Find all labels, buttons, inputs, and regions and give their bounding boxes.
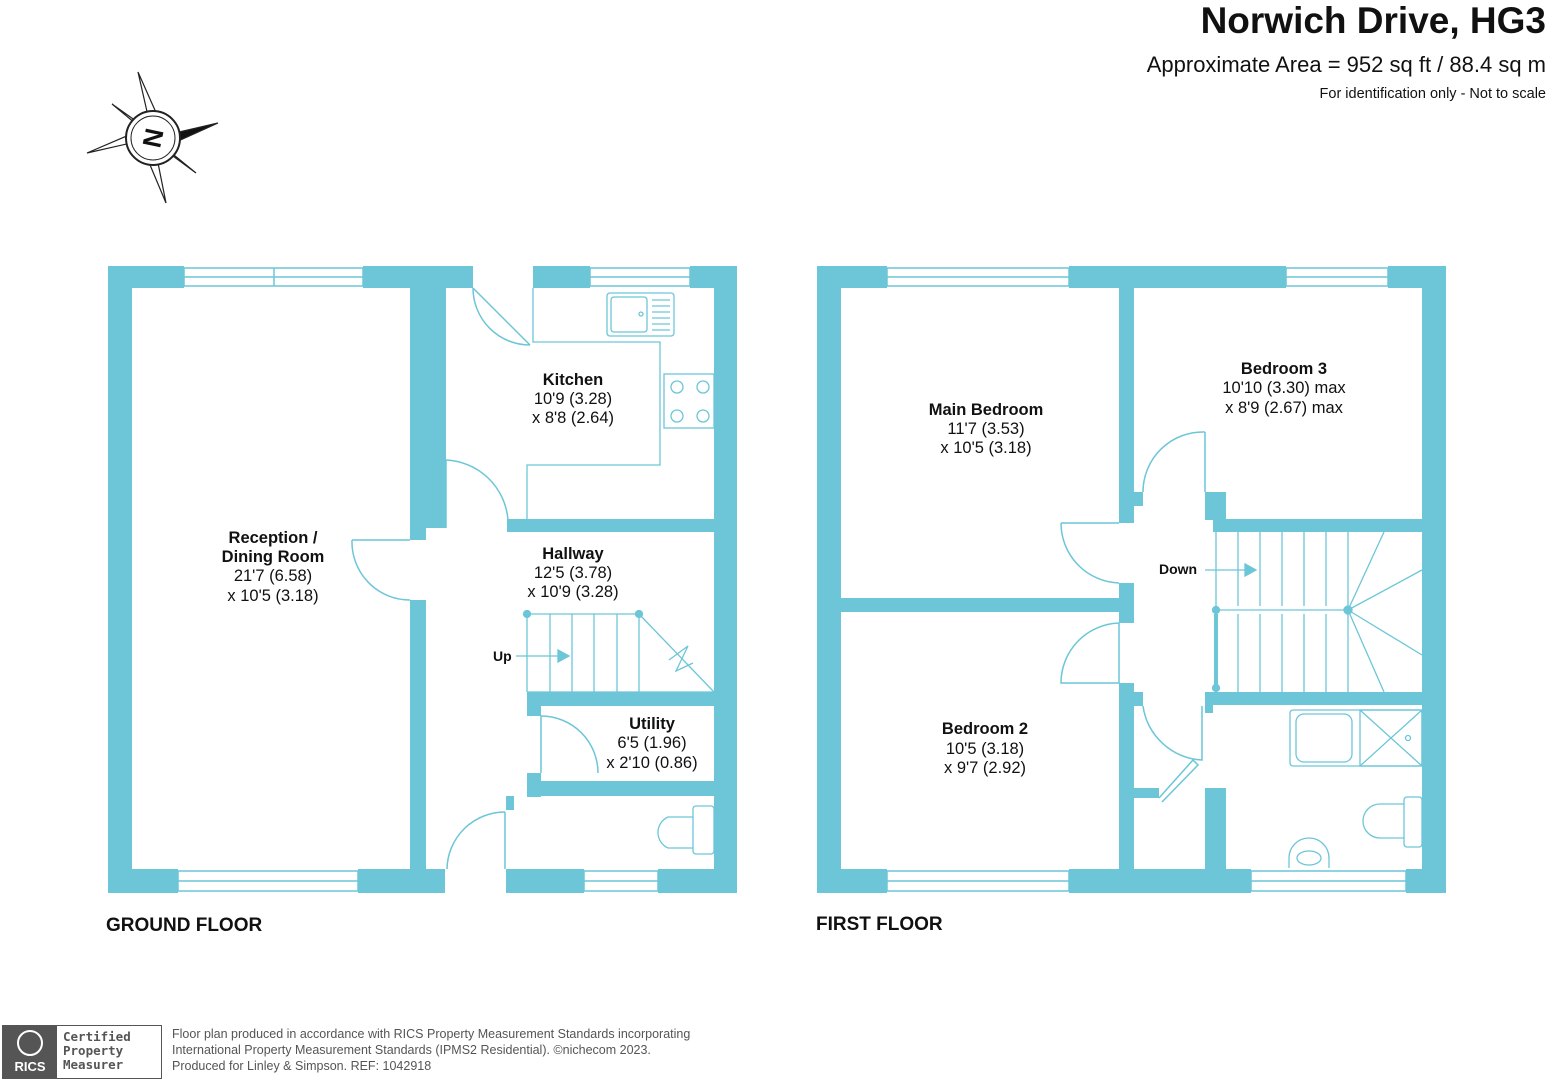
scale-disclaimer: For identification only - Not to scale bbox=[1319, 86, 1546, 102]
rics-certified-badge: RICS Certified Property Measurer bbox=[2, 1025, 162, 1079]
svg-text:10'10 (3.30) max: 10'10 (3.30) max bbox=[1222, 379, 1346, 397]
svg-text:12'5 (3.78): 12'5 (3.78) bbox=[534, 564, 612, 582]
svg-text:Utility: Utility bbox=[629, 715, 676, 733]
footer-line-2: International Property Measurement Stand… bbox=[172, 1043, 651, 1057]
svg-text:21'7 (6.58): 21'7 (6.58) bbox=[234, 567, 312, 585]
svg-text:Hallway: Hallway bbox=[542, 545, 604, 563]
svg-text:6'5 (1.96): 6'5 (1.96) bbox=[617, 734, 686, 752]
rics-logo-text: RICS bbox=[14, 1059, 46, 1074]
ground-floor-windows bbox=[177, 267, 691, 892]
footer-line-3: Produced for Linley & Simpson. REF: 1042… bbox=[172, 1059, 432, 1073]
room-label-reception: Reception / Dining Room 21'7 (6.58) x 10… bbox=[222, 529, 325, 605]
first-floor-windows bbox=[886, 267, 1407, 892]
ground-floor-wc bbox=[657, 805, 715, 855]
ground-floor-label: GROUND FLOOR bbox=[106, 915, 263, 936]
room-label-bedroom-3: Bedroom 3 10'10 (3.30) max x 8'9 (2.67) … bbox=[1222, 360, 1346, 417]
svg-text:x 8'9 (2.67) max: x 8'9 (2.67) max bbox=[1225, 399, 1344, 417]
ground-floor-doors bbox=[351, 287, 599, 870]
svg-text:x 10'9 (3.28): x 10'9 (3.28) bbox=[527, 583, 618, 601]
svg-text:11'7 (3.53): 11'7 (3.53) bbox=[947, 420, 1024, 438]
stairs-up-label: Up bbox=[493, 648, 512, 664]
ground-floor-walls bbox=[108, 266, 737, 893]
svg-text:x 10'5 (3.18): x 10'5 (3.18) bbox=[940, 439, 1031, 457]
approximate-area: Approximate Area = 952 sq ft / 88.4 sq m bbox=[1146, 52, 1546, 77]
property-title: Norwich Drive, HG3 bbox=[1200, 0, 1546, 41]
footer-disclaimer: Floor plan produced in accordance with R… bbox=[172, 1026, 690, 1074]
footer-line-1: Floor plan produced in accordance with R… bbox=[172, 1027, 691, 1041]
rics-lion-icon bbox=[17, 1030, 43, 1056]
svg-text:x 8'8 (2.64): x 8'8 (2.64) bbox=[532, 409, 614, 427]
first-floor-label: FIRST FLOOR bbox=[816, 914, 943, 935]
first-floor-walls bbox=[817, 266, 1446, 893]
svg-text:10'9 (3.28): 10'9 (3.28) bbox=[534, 390, 612, 408]
svg-text:Bedroom 3: Bedroom 3 bbox=[1241, 360, 1327, 378]
svg-text:Kitchen: Kitchen bbox=[543, 371, 604, 389]
room-label-kitchen: Kitchen 10'9 (3.28) x 8'8 (2.64) bbox=[532, 371, 614, 427]
stairs-down-label: Down bbox=[1159, 561, 1197, 577]
kitchen-fixtures bbox=[526, 288, 715, 519]
room-label-bedroom-2: Bedroom 2 10'5 (3.18) x 9'7 (2.92) bbox=[942, 720, 1028, 777]
first-floor-stairs bbox=[1205, 531, 1423, 693]
svg-text:Reception /: Reception / bbox=[229, 529, 318, 547]
svg-text:Bedroom 2: Bedroom 2 bbox=[942, 720, 1028, 738]
svg-text:x 2'10 (0.86): x 2'10 (0.86) bbox=[606, 754, 697, 772]
room-label-main-bedroom: Main Bedroom 11'7 (3.53) x 10'5 (3.18) bbox=[929, 401, 1044, 457]
compass-rose-icon: N bbox=[86, 71, 219, 204]
ground-floor-stairs bbox=[516, 609, 715, 693]
svg-text:x 9'7 (2.92): x 9'7 (2.92) bbox=[944, 759, 1026, 777]
svg-text:Main Bedroom: Main Bedroom bbox=[929, 401, 1044, 419]
certified-property-measurer-text: Certified Property Measurer bbox=[63, 1029, 131, 1072]
rics-logo: RICS bbox=[3, 1026, 57, 1078]
first-floor-doors bbox=[1060, 431, 1206, 803]
room-label-hallway: Hallway 12'5 (3.78) x 10'9 (3.28) bbox=[527, 545, 618, 601]
svg-text:Dining Room: Dining Room bbox=[222, 548, 325, 566]
room-label-utility: Utility 6'5 (1.96) x 2'10 (0.86) bbox=[606, 715, 697, 772]
bathroom-fixtures bbox=[1288, 709, 1423, 868]
svg-text:10'5 (3.18): 10'5 (3.18) bbox=[946, 740, 1024, 758]
svg-text:x 10'5 (3.18): x 10'5 (3.18) bbox=[227, 587, 318, 605]
